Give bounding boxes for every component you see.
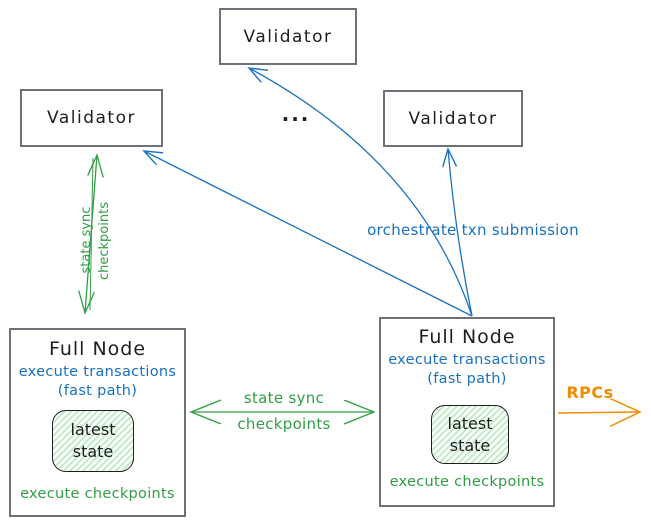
more-validators-ellipsis: ... bbox=[281, 102, 311, 126]
full-node-right-execute-transactions: execute transactions bbox=[388, 352, 546, 368]
full-node-right-fast-path: (fast path) bbox=[427, 371, 507, 387]
validator-box-left: Validator bbox=[20, 89, 163, 147]
rpcs-label: RPCs bbox=[566, 383, 614, 402]
full-node-left-execute-transactions: execute transactions bbox=[18, 364, 177, 380]
vertical-state-sync-label-line2: checkpoints bbox=[97, 202, 112, 280]
full-node-left-title: Full Node bbox=[48, 338, 147, 360]
full-node-left-fast-path: (fast path) bbox=[57, 383, 138, 399]
full-node-right-title: Full Node bbox=[418, 326, 516, 348]
validator-left-label: Validator bbox=[47, 108, 136, 128]
validator-box-top: Validator bbox=[219, 8, 357, 65]
latest-state-box-right: latest state bbox=[431, 405, 509, 464]
arrow-rpcs bbox=[557, 412, 640, 413]
latest-state-right-word1: latest bbox=[447, 413, 493, 433]
full-node-box-right: Full Node execute transactions (fast pat… bbox=[379, 317, 555, 507]
horizontal-state-sync-label-line1: state sync bbox=[243, 389, 325, 407]
latest-state-right-word2: state bbox=[449, 435, 491, 455]
full-node-box-left: Full Node execute transactions (fast pat… bbox=[9, 328, 186, 517]
full-node-right-execute-checkpoints: execute checkpoints bbox=[389, 474, 545, 490]
validator-box-right: Validator bbox=[383, 90, 523, 147]
latest-state-box-left: latest state bbox=[52, 410, 134, 472]
full-node-left-execute-checkpoints: execute checkpoints bbox=[20, 486, 175, 502]
validator-right-label: Validator bbox=[408, 108, 498, 129]
vertical-state-sync-label-line1: state sync bbox=[79, 206, 94, 274]
orchestrate-txn-submission-label: orchestrate txn submission bbox=[367, 221, 579, 239]
horizontal-state-sync-label-line2: checkpoints bbox=[237, 415, 331, 433]
validator-top-label: Validator bbox=[243, 26, 333, 47]
latest-state-left-word2: state bbox=[72, 442, 114, 461]
latest-state-left-word1: latest bbox=[70, 420, 116, 440]
